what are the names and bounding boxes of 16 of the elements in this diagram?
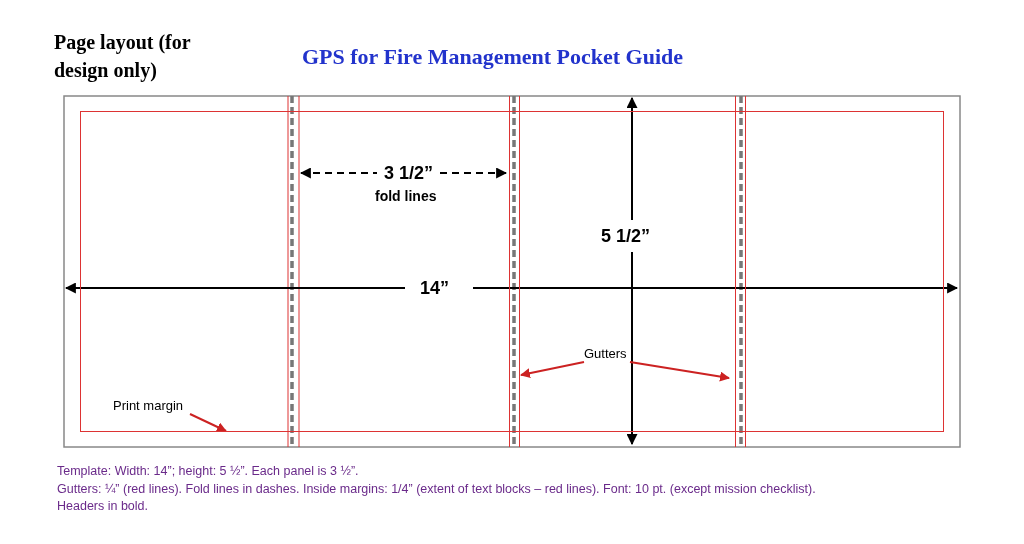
callout-label: Print margin [113,398,190,414]
note-text: Headers in bold. [57,499,149,514]
leader-line [189,413,227,432]
title: GPS for Fire Management Pocket Guide [302,44,684,70]
callout-label: Gutters [584,346,630,362]
note-text: Template: Width: 14”; height: 5 ½”. Each panel is 3 ½”. [57,464,359,479]
heading: Page layout (for design only) [54,30,192,84]
dimension-label: 3 1/2” [384,163,434,184]
dimension-label: 14” [420,278,450,299]
dimension-label: fold lines [375,188,437,205]
dimension-label: 5 1/2” [601,226,651,247]
gutter-lines [735,96,746,447]
note-text: Gutters: ¼” (red lines). Fold lines in dashes. Inside margins: 1/4” (extent of text blocks – red lines). Font: 10 pt. (except mission checklist). [57,482,816,497]
leader-line [629,361,730,382]
gutter-lines [509,96,520,447]
leader-line [520,361,585,379]
